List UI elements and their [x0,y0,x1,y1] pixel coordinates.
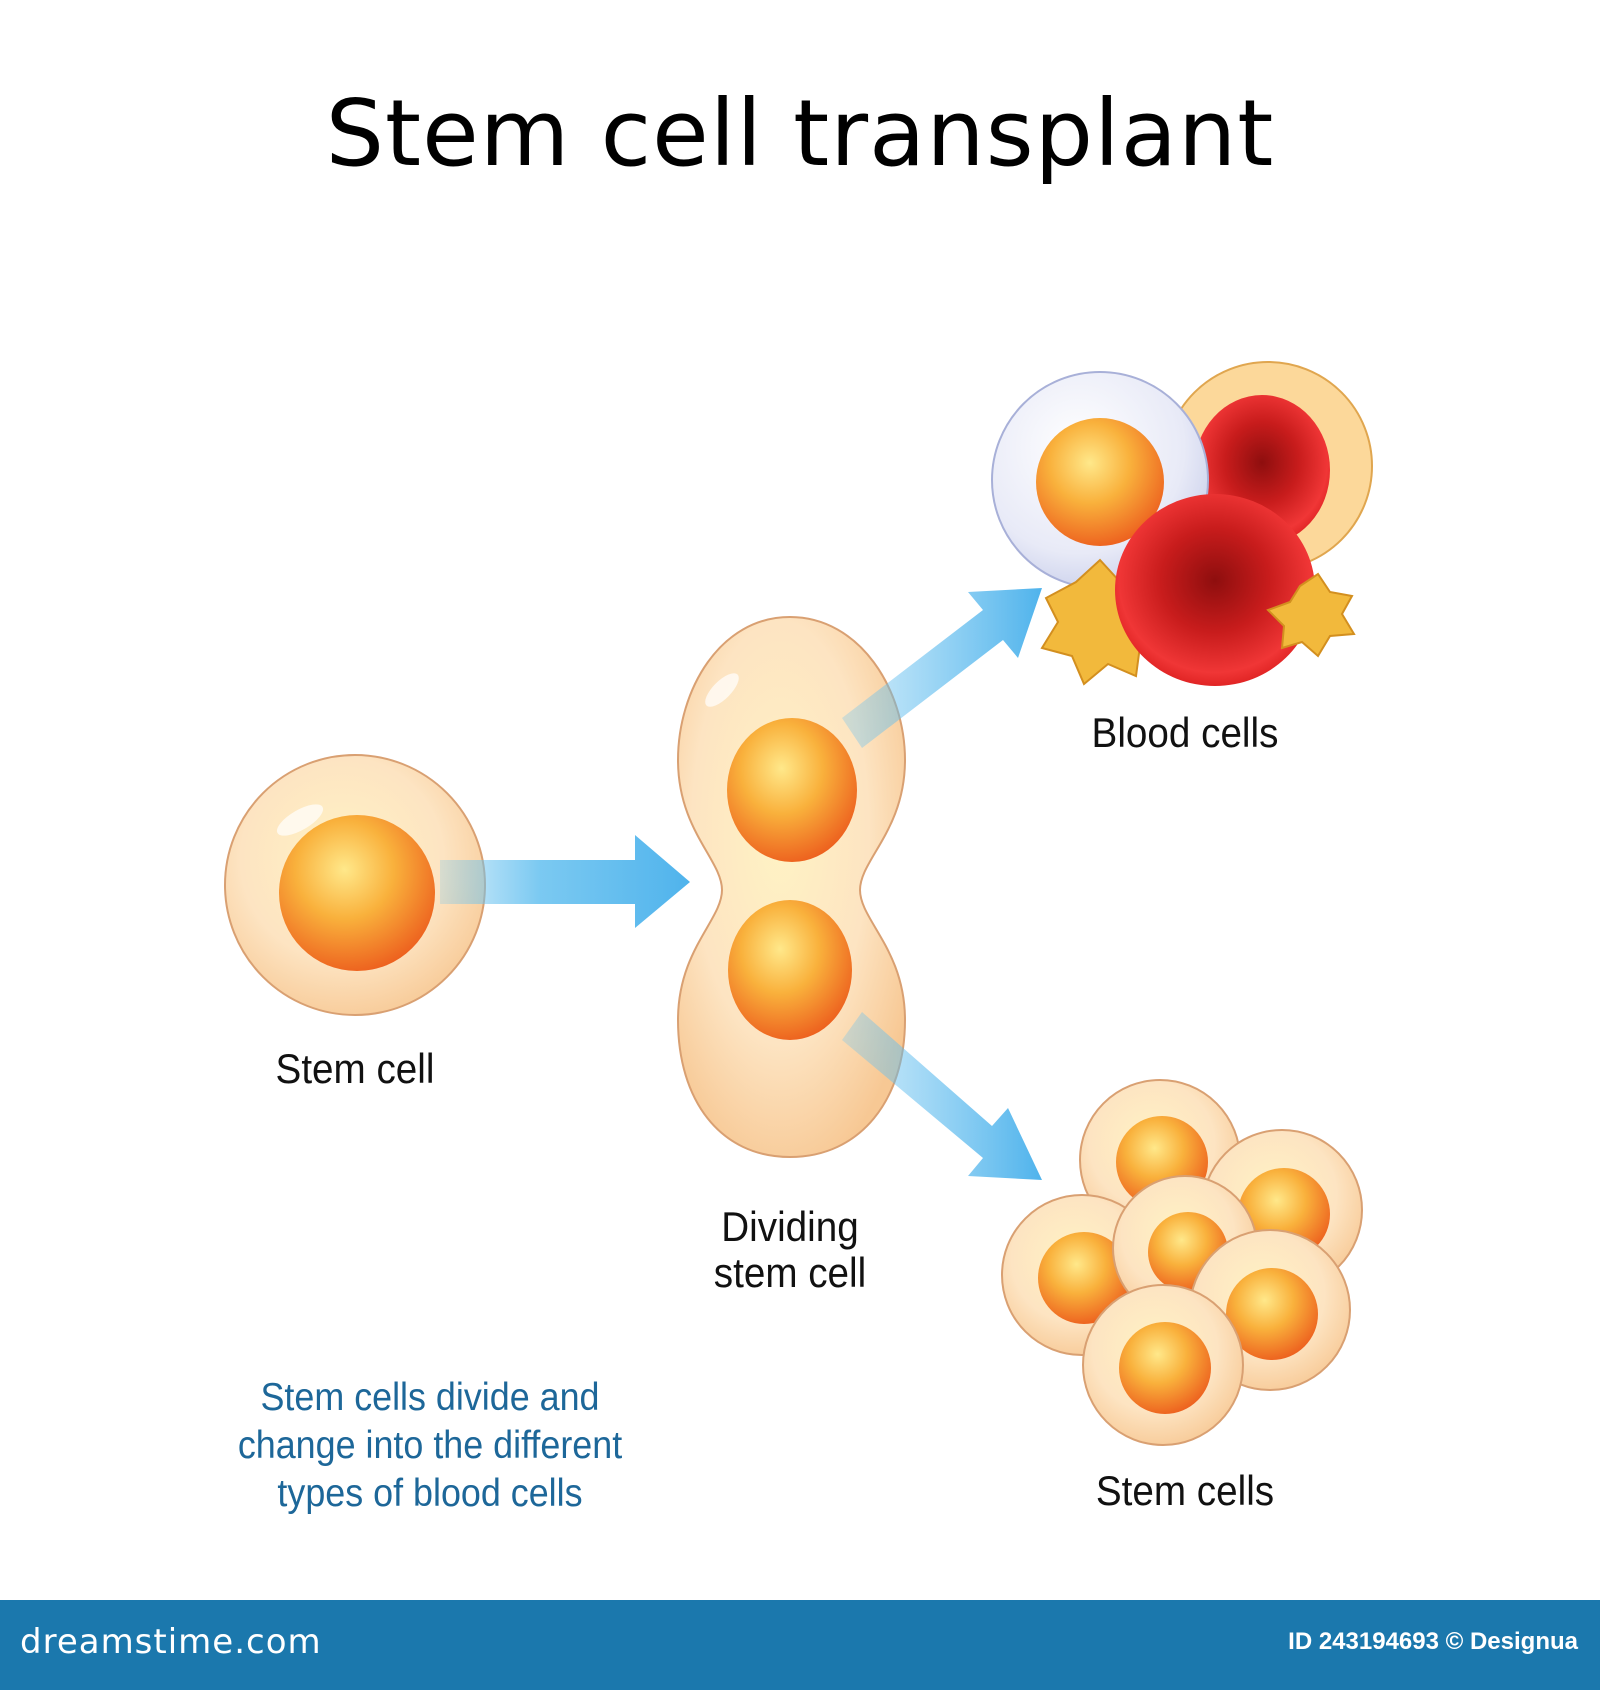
stem-cells-cluster [1001,1079,1363,1446]
dividing-stem-cell [676,615,907,1159]
label-dividing-line2: stem cell [713,1249,867,1296]
footer-image-id: ID 243194693 © Designua [1288,1628,1578,1655]
caption-line2: change into the different [237,1424,623,1467]
footer-bar: dreamstime.com ID 243194693 © Designua [0,1600,1600,1690]
footer-brand[interactable]: dreamstime.com [20,1622,322,1662]
arrow-to-blood-cells [842,588,1042,748]
caption-line1: Stem cells divide and [260,1376,600,1419]
label-dividing-line1: Dividing [721,1203,859,1250]
label-dividing-stem-cell: Dividing stem cell [680,1204,901,1296]
diagram-title: Stem cell transplant [325,80,1275,187]
arrow-to-dividing [440,835,690,928]
label-blood-cells: Blood cells [1091,709,1279,756]
label-stem-cells: Stem cells [1095,1467,1275,1514]
blood-cells-cluster [991,361,1373,686]
label-stem-cell: Stem cell [275,1045,435,1092]
caption-line3: types of blood cells [277,1472,583,1515]
arrow-to-stem-cells [842,1012,1042,1180]
diagram-illustration [224,361,1373,1446]
caption: Stem cells divide and change into the di… [218,1374,641,1518]
